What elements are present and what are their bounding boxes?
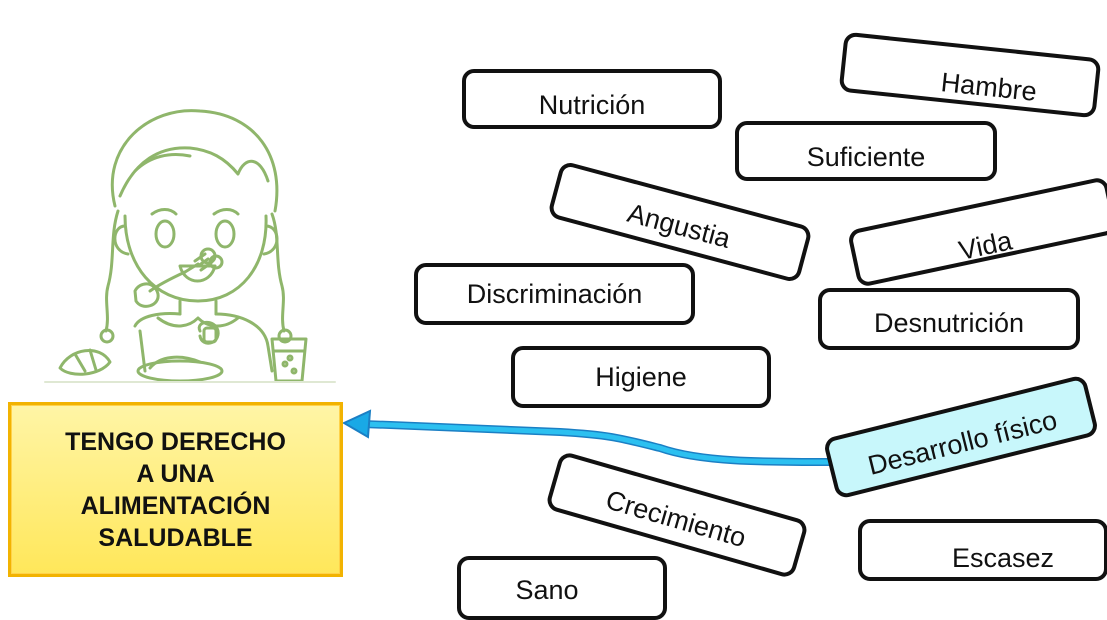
word-card-escasez[interactable]: Escasez: [858, 519, 1107, 581]
word-card-discriminacion[interactable]: Discriminación: [414, 263, 695, 325]
word-card-hambre[interactable]: Hambre: [838, 31, 1102, 119]
target-title: TENGO DERECHO A UNA ALIMENTACIÓN SALUDAB…: [65, 427, 286, 552]
word-label: Angustia: [624, 197, 734, 254]
word-card-nutricion[interactable]: Nutrición: [462, 69, 722, 129]
word-card-suficiente[interactable]: Suficiente: [735, 121, 997, 181]
word-card-sano[interactable]: Sano: [457, 556, 667, 620]
word-card-higiene[interactable]: Higiene: [511, 346, 771, 408]
girl-eating-illustration: [44, 109, 336, 383]
word-label: Hambre: [939, 66, 1039, 107]
word-card-desarrollo-fisico[interactable]: Desarrollo físico: [822, 374, 1100, 500]
word-label: Nutrición: [538, 89, 646, 120]
word-label: Crecimiento: [602, 484, 750, 553]
word-label: Sano: [515, 574, 579, 605]
word-label: Higiene: [595, 361, 687, 392]
word-label: Escasez: [951, 542, 1055, 573]
word-card-desnutricion[interactable]: Desnutrición: [818, 288, 1080, 350]
word-label: Desarrollo físico: [864, 404, 1060, 481]
word-card-vida[interactable]: Vida: [846, 176, 1107, 288]
word-label: Discriminación: [466, 278, 643, 309]
word-label: Desnutrición: [873, 307, 1025, 338]
target-drop-box[interactable]: TENGO DERECHO A UNA ALIMENTACIÓN SALUDAB…: [8, 402, 343, 577]
word-label: Vida: [955, 224, 1015, 266]
word-label: Suficiente: [806, 141, 926, 172]
